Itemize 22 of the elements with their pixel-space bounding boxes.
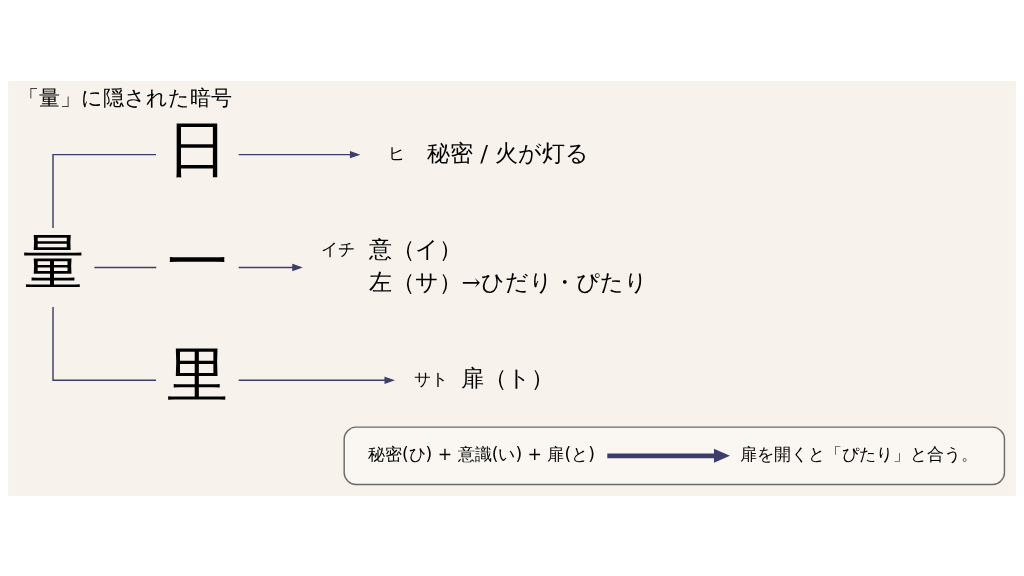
cluster [343,425,1006,485]
connector [52,305,157,381]
connector [52,153,157,229]
arrow [607,448,730,463]
diagram-title: 「量」に隠された暗号 [18,84,233,110]
node-label: 意（イ） [368,235,462,262]
node-label: 左（サ）→ひだり・ぴたり [368,268,648,295]
arrow [238,376,395,384]
connector [93,266,157,268]
arrow [238,150,361,158]
node-text: 秘密(ひ) + 意識(い) + 扉(と) [367,443,595,464]
node-text: ヒ [388,142,406,163]
node-text: サト [413,368,448,388]
node-text: 扉を開くと「ぴたり」と合う。 [739,443,978,464]
node-text: 里 [166,338,228,410]
arrow [238,263,303,271]
node-text: イチ [320,238,355,259]
node-text: 一 [166,225,228,297]
node-label: 秘密 / 火が灯る [426,139,590,166]
node-text: 量 [22,225,84,297]
node-label: 扉（ト） [461,364,555,391]
node-text: 日 [166,112,228,184]
